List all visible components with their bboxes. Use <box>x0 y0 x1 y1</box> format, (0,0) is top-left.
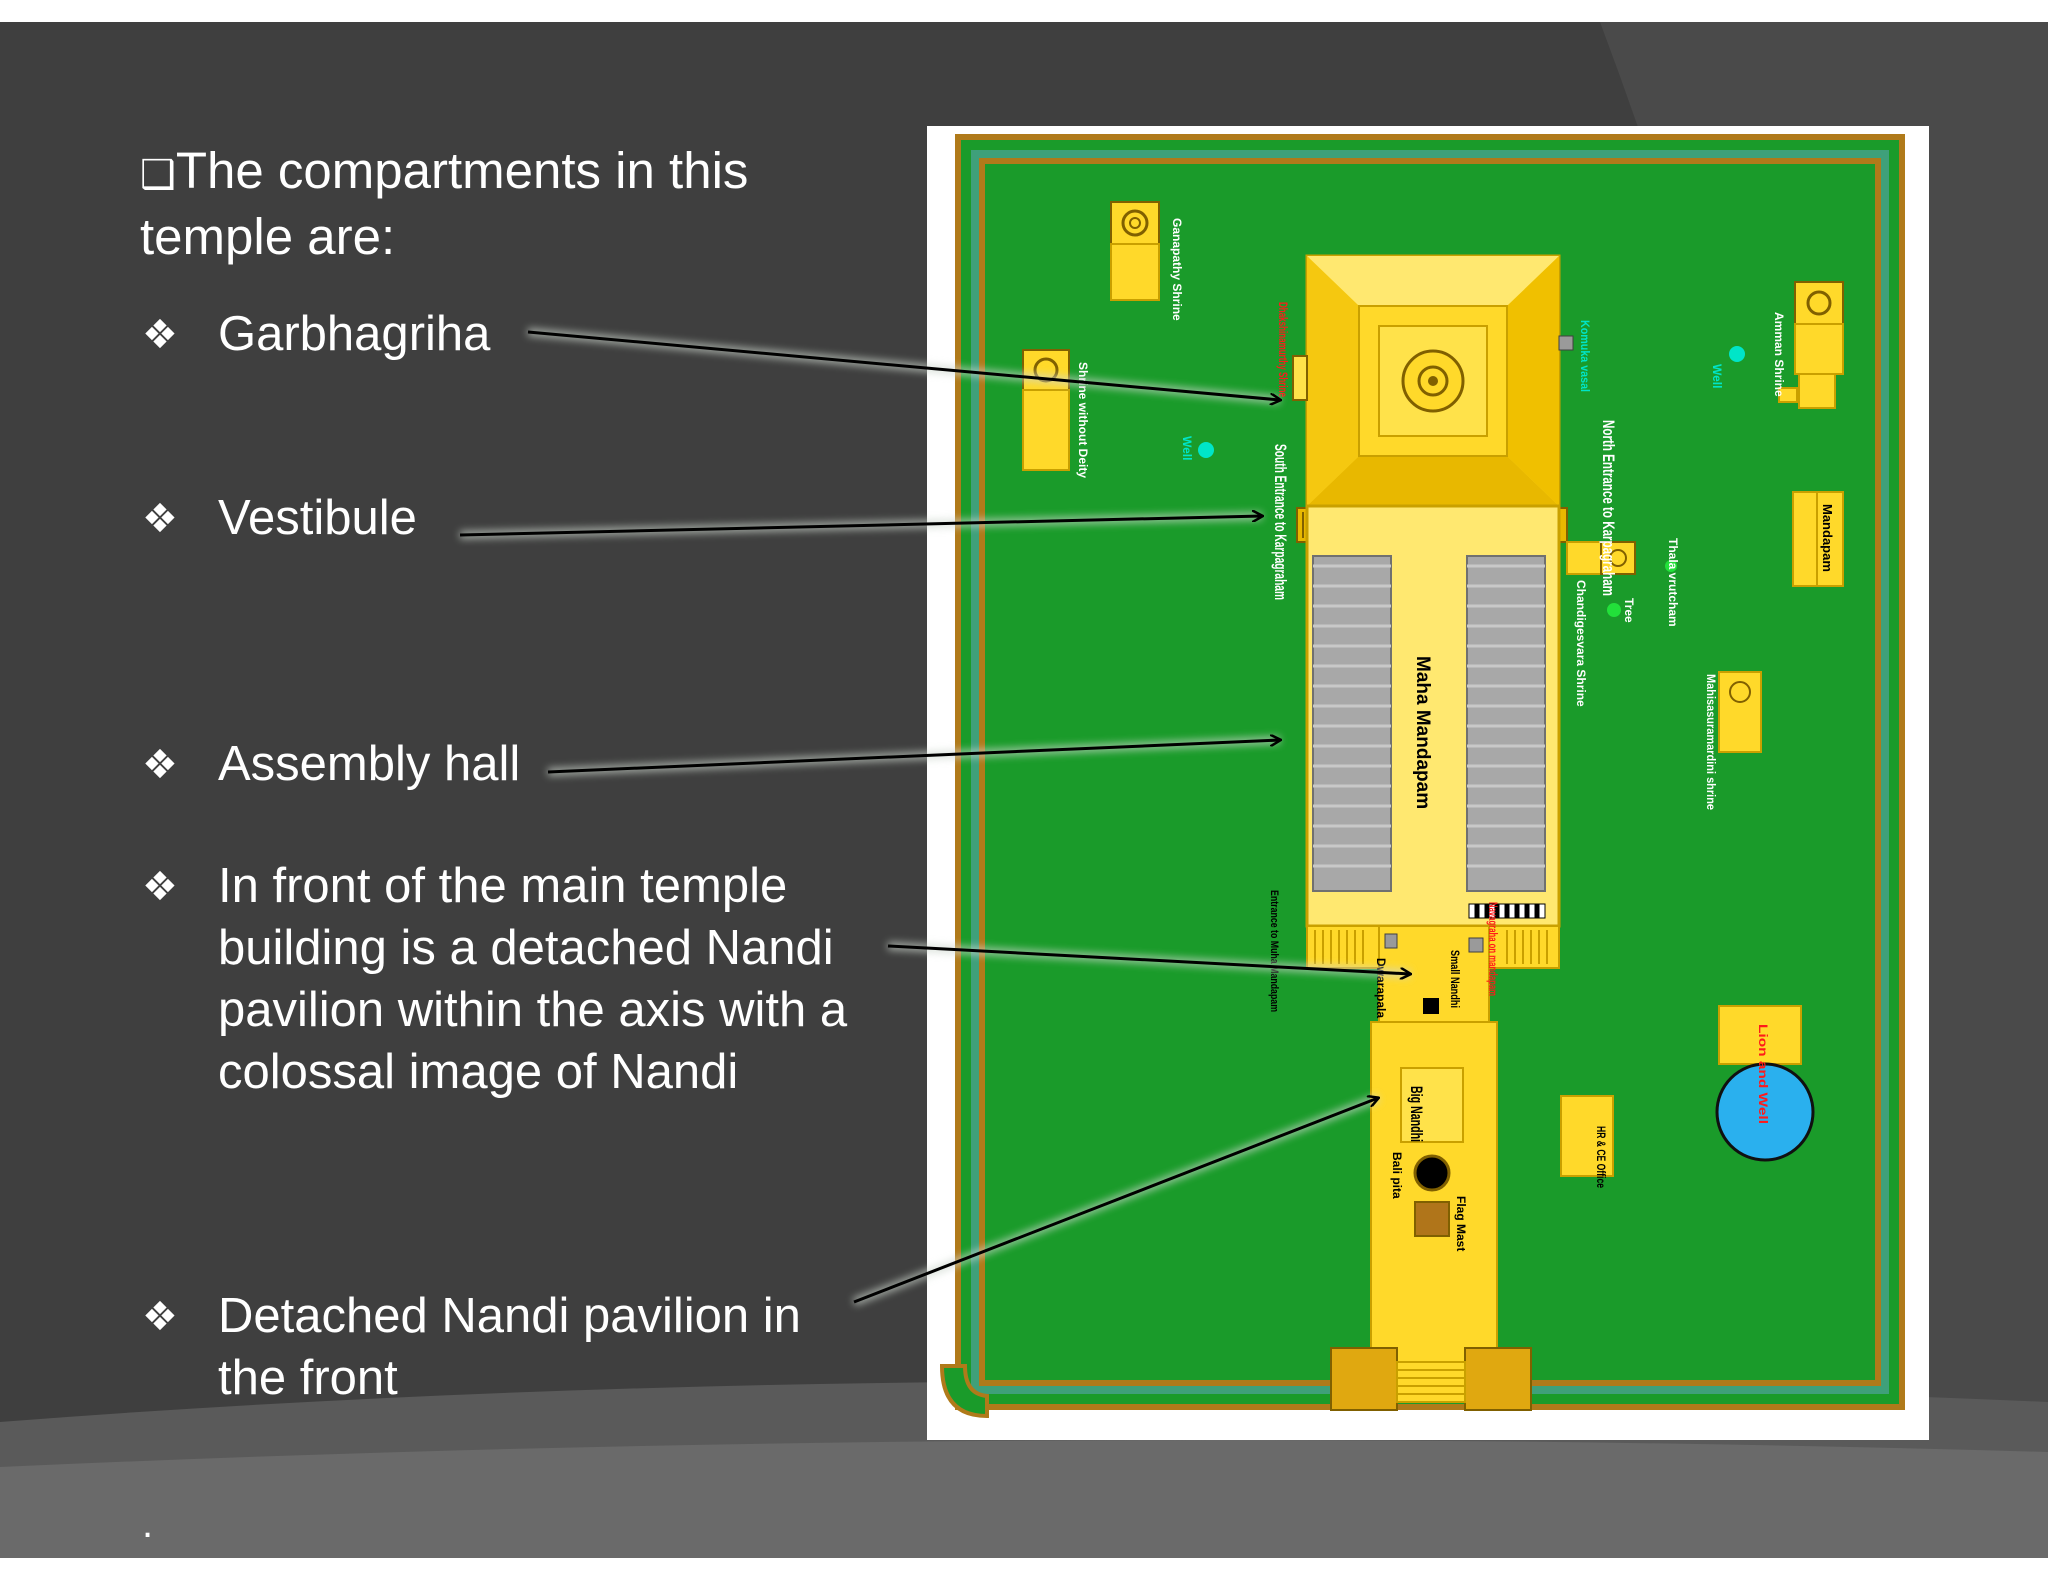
bullet-detached-nandi: Detached Nandi pavilion in the front <box>218 1289 801 1405</box>
slide-heading: ❑The compartments in this temple are: <box>140 140 860 268</box>
mandapam-pillars-left <box>1312 555 1392 892</box>
label-small-nandhi: Small Nandhi <box>1448 950 1462 1008</box>
dwarapala-marker <box>1384 933 1398 949</box>
chandigesvara-block <box>1566 541 1602 575</box>
arrow-glow <box>459 328 1411 1306</box>
label-chandigesvara: Chandigesvara Shrine <box>1574 580 1588 707</box>
chandigesvara-ring <box>1609 549 1627 567</box>
bullet-diamond-icon: ❖ <box>142 864 178 910</box>
well-right-icon <box>1729 346 1745 362</box>
thala-tree-icon <box>1665 560 1677 572</box>
ganapathy-shrine <box>1110 201 1160 301</box>
amman-shrine <box>1778 281 1844 409</box>
callout-arrows <box>459 328 2048 1306</box>
label-mandapam: Mandapam <box>1820 504 1835 572</box>
bali-pita-marker <box>1413 1154 1451 1192</box>
mandapam-pillars-right <box>1466 555 1546 892</box>
label-dhakshinamurthy: Dhakshinamurthy Shrine <box>1276 302 1290 397</box>
label-hrce: HR & CE Office <box>1594 1126 1608 1188</box>
well-left-icon <box>1198 442 1214 458</box>
bullet-diamond-icon: ❖ <box>142 1294 178 1340</box>
komuka-spout <box>1558 335 1574 351</box>
lion-well-pond <box>1715 1062 1815 1162</box>
chandigesvara-shrine-box <box>1600 541 1636 575</box>
label-well-right: Well <box>1710 364 1724 388</box>
label-north-entrance: North Entrance to Karpagraham <box>1599 420 1618 596</box>
checkbox-bullet-icon: ❑ <box>140 152 176 198</box>
mahisasura-shrine-block <box>1718 671 1762 753</box>
label-maha-mandapam: Maha Mandapam <box>1412 656 1433 809</box>
label-well-left: Well <box>1180 436 1194 460</box>
slide: ❑The compartments in this temple are: ❖ … <box>0 22 2048 1558</box>
bullet-vestibule: Vestibule <box>218 491 417 545</box>
gopuram-left <box>1330 1347 1398 1411</box>
label-big-nandhi: Big Nandhi <box>1407 1086 1426 1142</box>
label-bali-pita: Bali pita <box>1390 1152 1404 1199</box>
bullet-garbhagriha: Garbhagriha <box>218 307 491 361</box>
label-ganapathy: Ganapathy Shrine <box>1170 218 1184 321</box>
label-mahisasura: Mahisasuramardini shrine <box>1704 674 1718 810</box>
lion-block <box>1718 1005 1802 1065</box>
label-tree: Tree <box>1622 598 1636 623</box>
small-nandi-marker <box>1423 998 1439 1014</box>
entrance-steps <box>1314 930 1548 964</box>
pillar-texture <box>1313 564 1545 868</box>
arrow-garbhagriha <box>527 330 1280 400</box>
shrine-without-deity <box>1022 349 1070 471</box>
label-flag-mast: Flag Mast <box>1454 1196 1468 1251</box>
label-south-entrance: South Entrance to Karpagraham <box>1271 444 1290 600</box>
label-entrance-muha: Entrance to Muha Mandapam <box>1268 890 1280 1012</box>
gopuram-right <box>1464 1347 1532 1411</box>
big-nandi-platform <box>1400 1067 1464 1143</box>
bullet-assembly-hall: Assembly hall <box>218 737 521 791</box>
south-steps <box>1292 355 1308 401</box>
bullet-diamond-icon: ❖ <box>142 742 178 788</box>
bullet-diamond-icon: ❖ <box>142 312 178 358</box>
label-thala: Thala vrutcham <box>1666 538 1680 627</box>
label-komuka: Komuka vasal <box>1578 320 1592 392</box>
temple-plan: Ganapathy Shrine Shrine without Deity We… <box>927 126 1929 1440</box>
flag-mast-marker <box>1414 1201 1450 1237</box>
footer-dot: . <box>142 1502 154 1546</box>
arrow-assembly-hall <box>547 740 1280 774</box>
mahisasura-ring <box>1729 681 1751 703</box>
bullet-diamond-icon: ❖ <box>142 496 178 542</box>
heading-text: The compartments in this temple are: <box>140 142 749 265</box>
corner-tree <box>939 1364 989 1419</box>
arrow-vestibule <box>459 516 1262 537</box>
label-lion-well: Lion and Well <box>1756 1024 1770 1124</box>
chequer-pattern <box>1474 904 1540 918</box>
label-amman: Amman Shrine <box>1772 312 1786 397</box>
label-navagraha: Navagraha on mandapam <box>1486 902 1500 996</box>
label-shrine-without-deity: Shrine without Deity <box>1076 362 1090 478</box>
navagraha-marker <box>1468 937 1484 953</box>
tree-icon <box>1607 603 1621 617</box>
arrow-nandi-pavilion <box>887 944 1410 974</box>
garbhagriha <box>1305 254 1561 508</box>
hrce-office-block <box>1560 1095 1614 1177</box>
bullet-nandi-pavilion-description: In front of the main temple building is … <box>218 859 848 1099</box>
gopuram-gateway <box>1396 1361 1466 1403</box>
gopuram-steps <box>1397 1369 1465 1395</box>
arrow-detached-nandi <box>853 1098 1378 1304</box>
